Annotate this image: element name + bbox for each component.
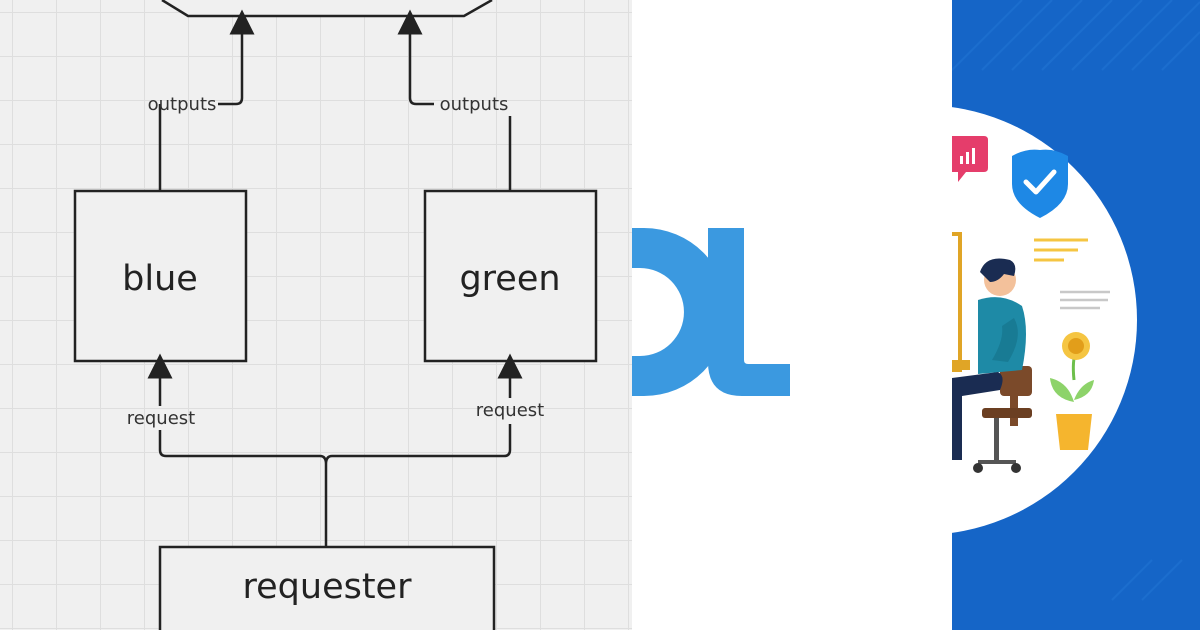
person-at-desk [952, 258, 1032, 473]
edge-green-outputs [410, 22, 512, 190]
edge-label-green-outputs: outputs [440, 94, 509, 115]
node-green-label: green [459, 259, 560, 299]
edge-request-trunk [158, 424, 512, 546]
logo-panel [632, 0, 952, 630]
flower-pot [1050, 351, 1094, 450]
diagram-canvas: outputs outputs blue green request reque… [73, 0, 598, 630]
chart-icon [952, 136, 988, 182]
edge-blue-outputs [158, 22, 242, 190]
edge-label-blue-request: request [127, 408, 195, 429]
edge-label-green-request: request [476, 400, 544, 421]
logo-letter-l [708, 228, 790, 396]
logo-letter-o [632, 228, 728, 396]
diagram-panel: outputs outputs blue green request reque… [0, 0, 632, 630]
background-stripes [952, 0, 1200, 601]
node-requester[interactable] [158, 545, 496, 630]
node-requester-label: requester [243, 567, 413, 607]
document-lines-yellow [1034, 238, 1088, 262]
document-lines-grey [1060, 290, 1110, 310]
shield-check-icon [1012, 149, 1068, 218]
brand-logo [632, 228, 790, 396]
illustration-panel [952, 0, 1200, 630]
illustration [952, 0, 1200, 601]
coin-icon [1062, 332, 1090, 360]
edge-label-blue-outputs: outputs [148, 94, 217, 115]
node-blue[interactable] [73, 189, 248, 363]
node-blue-label: blue [122, 259, 198, 299]
top-node-shape [161, 0, 493, 18]
